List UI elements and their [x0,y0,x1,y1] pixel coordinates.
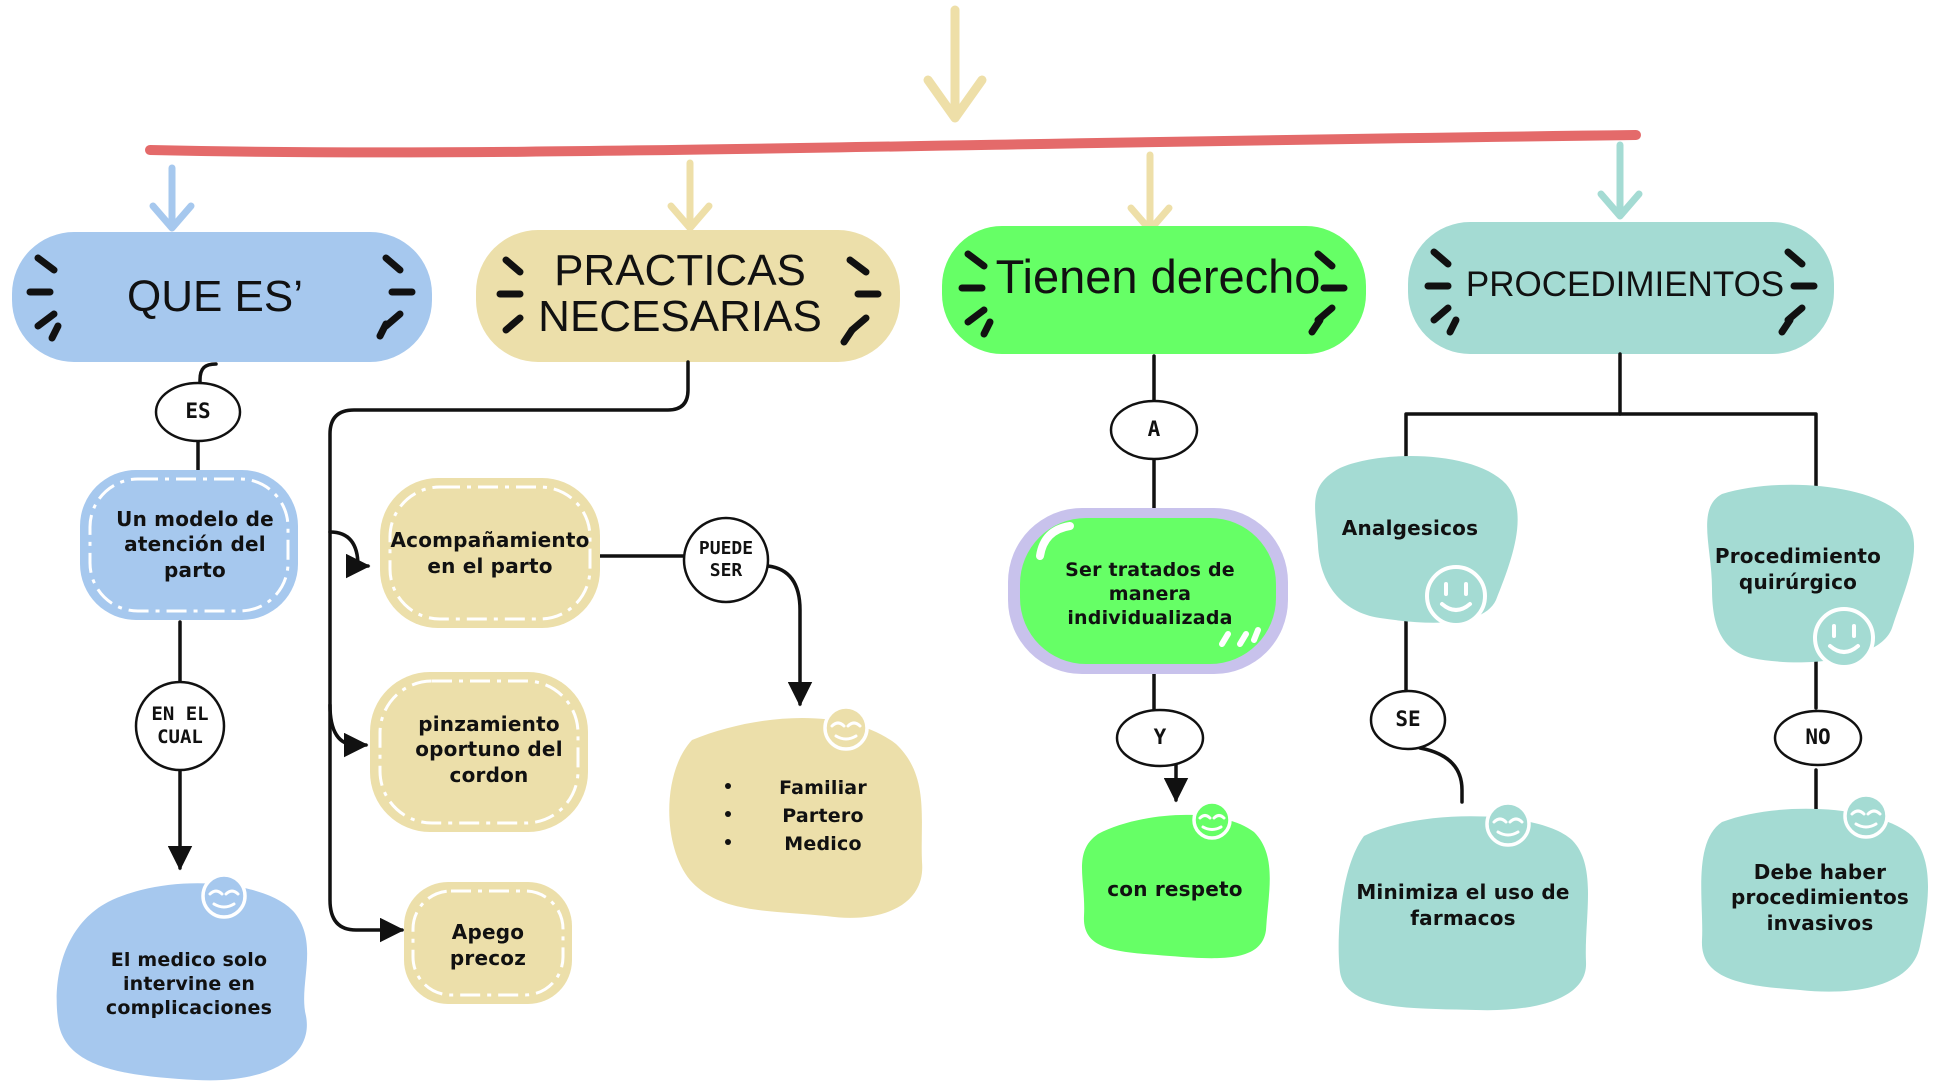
smiley-face-icon-quirurgico [1813,607,1875,669]
sleepy-face-icon-minimiza [1485,801,1531,847]
arrow-practicas [667,159,713,232]
node-border-modelo [88,477,290,613]
companion-list: Familiar Partero Medico [748,770,898,862]
node-border-pinzamiento [378,679,580,825]
shine-dots-tratados [1219,627,1261,647]
node-quirurgico: Procedimiento quirúrgico [1714,544,1882,594]
node-medico: El medico solo intervine en complicacion… [105,948,273,1020]
node-shape-tratados [1020,518,1276,664]
node-shape-acompanamiento [380,478,600,628]
header-pill-procedimientos [1408,222,1834,354]
connector-es: ES [185,399,211,424]
spark-decorations [26,248,1818,346]
main-branch-bar [145,130,1641,158]
node-analgesicos: Analgesicos [1341,516,1479,541]
connector-a: A [1147,417,1161,442]
node-apego: Apego precoz [449,920,527,970]
header-practicas: PRACTICAS NECESARIAS [538,245,822,341]
companion-item-partero: Partero [782,805,864,827]
header-procedimientos: PROCEDIMIENTOS [1465,264,1785,304]
connector-puede-ser: PUEDE SER [698,538,754,581]
list-bullets [725,783,731,845]
header-derecho: Tienen derecho [995,250,1321,304]
connector-se: SE [1395,707,1421,732]
top-down-arrow [923,5,987,123]
header-que-es: QUE ES’ [126,271,304,321]
companion-item-familiar: Familiar [779,777,867,799]
node-border-acompanamiento [388,485,592,621]
connector-ovals [134,381,1863,772]
connector-lines [167,352,1818,943]
companion-item-medico: Medico [784,833,862,855]
arrow-procedimientos [1597,141,1643,220]
blob-medico [56,883,308,1081]
node-minimiza: Minimiza el uso de farmacos [1356,880,1570,930]
blob-invasivos [1701,808,1928,992]
arrow-derecho [1127,151,1173,234]
node-pinzamiento: pinzamiento oportuno del cordon [415,711,563,787]
sleepy-face-icon-companions [823,705,869,751]
header-pill-que-es [12,232,432,362]
node-shape-pinzamiento [370,672,588,832]
node-shape-apego [404,882,572,1004]
node-modelo: Un modelo de atención del parto [116,506,274,582]
connector-y: Y [1153,725,1167,750]
shine-tratados [1036,522,1074,560]
blob-minimiza [1338,816,1588,1011]
connector-en-el-cual: EN EL CUAL [151,703,209,748]
sleepy-face-icon-invasivos [1843,793,1889,839]
node-acompanamiento: Acompañamiento en el parto [390,528,590,578]
node-invasivos: Debe haber procedimientos invasivos [1730,859,1909,935]
node-shape-modelo [80,470,298,620]
arrow-que-es [149,164,195,232]
node-respeto: con respeto [1107,877,1243,902]
header-pill-derecho [942,226,1366,354]
blob-companions [669,718,923,918]
blob-respeto [1082,814,1270,959]
sleepy-face-icon-medico [201,873,247,919]
node-border-apego [411,889,565,997]
sleepy-face-icon-respeto [1192,800,1232,840]
connector-no: NO [1805,725,1831,750]
header-pill-practicas [476,230,900,362]
node-tratados: Ser tratados de manera individualizada [1065,558,1235,630]
smiley-face-icon-analgesicos [1425,565,1487,627]
